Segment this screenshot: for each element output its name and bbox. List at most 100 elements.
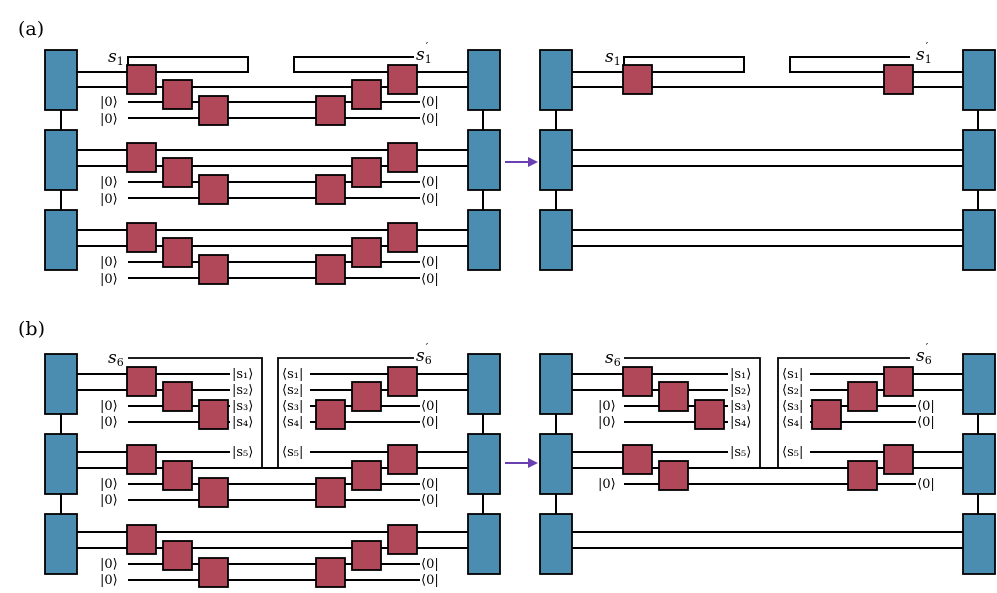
gate bbox=[162, 237, 193, 268]
label-s1: s1 bbox=[605, 47, 621, 68]
mps-tensor bbox=[962, 513, 996, 575]
gate bbox=[351, 460, 382, 491]
gate bbox=[658, 381, 689, 412]
ket-0: |0⟩ bbox=[100, 557, 118, 572]
panel-a-left-circuit: s1 s1′ |0⟩ |0⟩ |0⟩ |0⟩ |0⟩ |0⟩ ⟨0| ⟨0| ⟨… bbox=[44, 40, 501, 287]
bra-s4: ⟨s₄| bbox=[782, 415, 803, 430]
wire-s1prime-loop bbox=[789, 56, 963, 73]
ket-0: |0⟩ bbox=[100, 493, 118, 508]
bra-0: ⟨0| bbox=[421, 112, 439, 127]
ket-0: |0⟩ bbox=[100, 95, 118, 110]
bra-0: ⟨0| bbox=[421, 192, 439, 207]
bra-0: ⟨0| bbox=[917, 477, 935, 492]
gate bbox=[198, 254, 229, 285]
wire-s1-loop bbox=[572, 56, 745, 73]
gate bbox=[315, 557, 346, 588]
ket-0: |0⟩ bbox=[598, 399, 616, 414]
mps-tensor bbox=[962, 353, 996, 415]
gate bbox=[126, 64, 157, 95]
ket-s4: |s₄⟩ bbox=[730, 415, 751, 430]
mps-tensor bbox=[467, 129, 501, 191]
gate bbox=[351, 540, 382, 571]
arrow-a bbox=[505, 157, 538, 167]
gate bbox=[198, 477, 229, 508]
gate bbox=[126, 366, 157, 397]
gate bbox=[315, 174, 346, 205]
ket-0: |0⟩ bbox=[100, 573, 118, 588]
gate bbox=[883, 444, 914, 475]
ket-s5: |s₅⟩ bbox=[232, 445, 253, 460]
gate bbox=[387, 524, 418, 555]
ket-s1: |s₁⟩ bbox=[232, 367, 253, 382]
bra-0: ⟨0| bbox=[421, 255, 439, 270]
gate bbox=[198, 399, 229, 430]
ket-s4: |s₄⟩ bbox=[232, 415, 253, 430]
ket-0: |0⟩ bbox=[100, 112, 118, 127]
arrow-head bbox=[528, 458, 538, 468]
panel-a-right-circuit: s1 s1′ bbox=[539, 40, 996, 271]
mps-tensor bbox=[962, 209, 996, 271]
gate bbox=[351, 237, 382, 268]
bra-0: ⟨0| bbox=[421, 573, 439, 588]
gate bbox=[162, 79, 193, 110]
ket-0: |0⟩ bbox=[100, 272, 118, 287]
mps-tensor bbox=[539, 49, 573, 111]
bra-0: ⟨0| bbox=[421, 95, 439, 110]
mps-tensor bbox=[539, 353, 573, 415]
gate bbox=[847, 460, 878, 491]
ket-s3: |s₃⟩ bbox=[730, 399, 751, 414]
gate bbox=[622, 444, 653, 475]
gate bbox=[315, 254, 346, 285]
label-s6: s6 bbox=[605, 348, 621, 369]
gate bbox=[162, 381, 193, 412]
panel-b-label: (b) bbox=[18, 318, 45, 340]
bra-s3: ⟨s₃| bbox=[282, 399, 303, 414]
mps-tensor bbox=[44, 513, 78, 575]
gate bbox=[162, 157, 193, 188]
gate bbox=[622, 366, 653, 397]
mps-tensor bbox=[962, 433, 996, 495]
bra-0: ⟨0| bbox=[421, 272, 439, 287]
gate bbox=[315, 95, 346, 126]
gate bbox=[883, 366, 914, 397]
gate bbox=[847, 381, 878, 412]
ket-0: |0⟩ bbox=[598, 477, 616, 492]
ket-s2: |s₂⟩ bbox=[232, 383, 253, 398]
gate bbox=[694, 399, 725, 430]
arrow-head bbox=[528, 157, 538, 167]
ket-0: |0⟩ bbox=[598, 415, 616, 430]
bra-0: ⟨0| bbox=[421, 415, 439, 430]
gate bbox=[387, 444, 418, 475]
gate bbox=[883, 64, 914, 95]
panel-b-right-circuit: s6 s6′ |s₁⟩ |s₂⟩ |s₃⟩ |s₄⟩ |s₅⟩ ⟨s₁| ⟨s₂… bbox=[539, 341, 996, 575]
bra-s3: ⟨s₃| bbox=[782, 399, 803, 414]
label-s6-prime: s6′ bbox=[916, 341, 932, 367]
gate bbox=[315, 477, 346, 508]
mps-tensor bbox=[44, 49, 78, 111]
mps-tensor bbox=[539, 513, 573, 575]
panel-b-left-circuit: s6 s6′ |s₁⟩ |s₂⟩ |s₃⟩ |s₄⟩ |s₅⟩ ⟨s₁| ⟨s₂… bbox=[44, 341, 501, 588]
bra-0: ⟨0| bbox=[917, 415, 935, 430]
ket-0: |0⟩ bbox=[100, 255, 118, 270]
bra-s1: ⟨s₁| bbox=[782, 367, 803, 382]
gate bbox=[351, 79, 382, 110]
mps-tensor bbox=[539, 433, 573, 495]
bra-0: ⟨0| bbox=[917, 399, 935, 414]
gate bbox=[387, 366, 418, 397]
ket-s2: |s₂⟩ bbox=[730, 383, 751, 398]
gate bbox=[811, 399, 842, 430]
arrow-b bbox=[505, 458, 538, 468]
gate bbox=[315, 399, 346, 430]
bra-s5: ⟨s₅| bbox=[282, 445, 303, 460]
gate bbox=[387, 222, 418, 253]
bra-s2: ⟨s₂| bbox=[282, 383, 303, 398]
ket-0: |0⟩ bbox=[100, 175, 118, 190]
ket-s3: |s₃⟩ bbox=[232, 399, 253, 414]
gate bbox=[162, 540, 193, 571]
bra-s4: ⟨s₄| bbox=[282, 415, 303, 430]
gate bbox=[162, 460, 193, 491]
mps-tensor bbox=[44, 353, 78, 415]
mps-tensor bbox=[467, 513, 501, 575]
gate bbox=[387, 142, 418, 173]
mps-tensor bbox=[962, 49, 996, 111]
